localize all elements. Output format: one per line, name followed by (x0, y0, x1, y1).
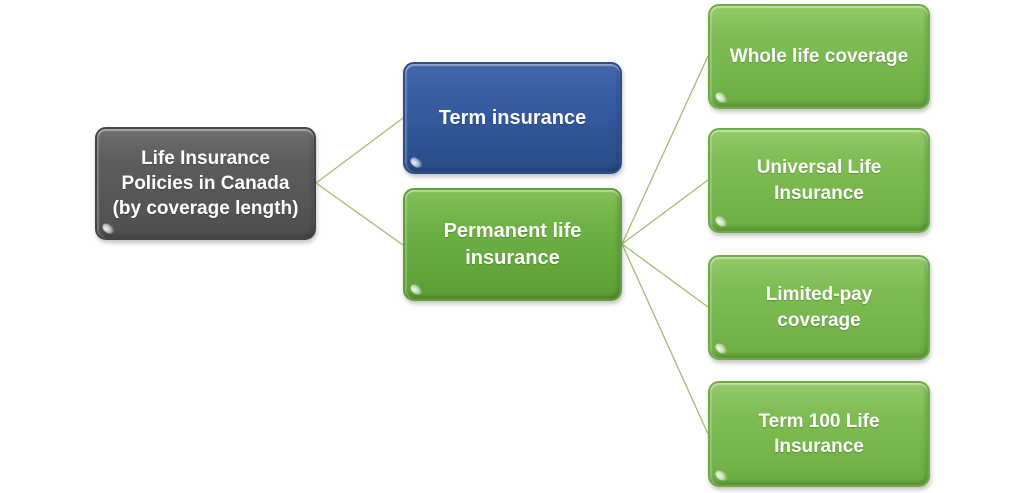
node-universal-life-insurance: Universal Life Insurance (708, 128, 930, 233)
node-root-life-insurance-policies: Life Insurance Policies in Canada (by co… (95, 127, 316, 240)
node-term-100-life-insurance-label: Term 100 Life Insurance (758, 410, 880, 457)
node-permanent-life-insurance-label: Permanent life insurance (443, 220, 582, 269)
connector-root-to-permanent (315, 182, 404, 246)
node-root-label: Life Insurance Policies in Canada (by co… (112, 147, 299, 220)
node-whole-life-coverage-label: Whole life coverage (729, 45, 909, 67)
node-universal-life-insurance-label: Universal Life Insurance (756, 157, 882, 204)
node-limited-pay-coverage: Limited-pay coverage (708, 255, 930, 360)
node-whole-life-coverage: Whole life coverage (708, 4, 930, 109)
node-term-100-life-insurance: Term 100 Life Insurance (708, 381, 930, 487)
connector-root-to-term (315, 117, 404, 184)
node-term-insurance: Term insurance (403, 62, 622, 174)
connector-permanent-to-universal (621, 179, 709, 245)
node-term-insurance-label: Term insurance (438, 106, 587, 129)
node-permanent-life-insurance: Permanent life insurance (403, 188, 622, 301)
connector-permanent-to-whole (621, 55, 709, 245)
connector-permanent-to-term100 (621, 243, 709, 435)
node-limited-pay-coverage-label: Limited-pay coverage (765, 284, 873, 331)
connector-permanent-to-limited (621, 243, 709, 308)
